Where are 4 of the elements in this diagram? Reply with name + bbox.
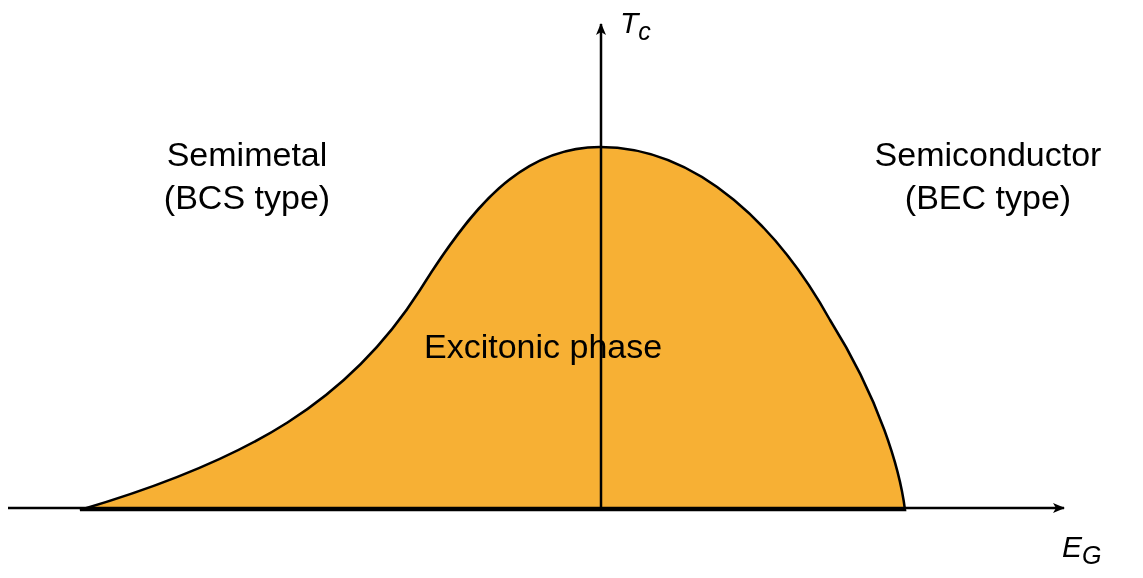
region-label: Semiconductor (BEC type) [873, 134, 1103, 218]
region-label: Semimetal (BCS type) [162, 134, 332, 218]
axis-label: T$_{c}$ [620, 5, 652, 47]
axis-label: E$_{G}$ [1062, 529, 1103, 571]
